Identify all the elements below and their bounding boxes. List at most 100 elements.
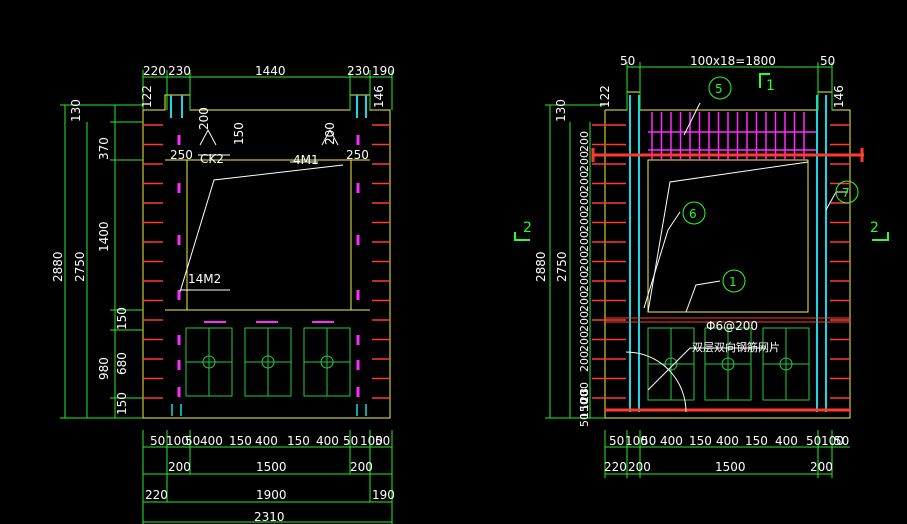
right-cyan-columns (629, 95, 827, 412)
bottom-dim: 400 (316, 434, 339, 448)
left-top-dim-4: 230 (347, 64, 370, 78)
anchor-mark (356, 235, 360, 245)
left-label-4m1: 4M1 (293, 153, 319, 167)
section-mark-2-right (872, 232, 889, 241)
bottom-dim: 100 (166, 434, 189, 448)
bottom-dim: 150 (287, 434, 310, 448)
right-bottom-1500: 1500 (715, 460, 746, 474)
bottom-dim: 50 (609, 434, 624, 448)
anchor-mark (356, 183, 360, 193)
spacing-dim: 200 (578, 311, 591, 332)
right-top-dim-50a: 50 (620, 54, 635, 68)
left-vdim-150b: 150 (115, 392, 129, 415)
anchor-mark (177, 135, 181, 145)
left-top-markers (199, 128, 339, 146)
right-leaders (643, 102, 848, 391)
right-vdim-130: 130 (554, 99, 568, 122)
bottom-dim: 50 (641, 434, 656, 448)
left-bottom-2310: 2310 (254, 510, 285, 524)
spacing-dim: 200 (578, 131, 591, 152)
bottom-dim: 150 (745, 434, 768, 448)
left-vdim-130: 130 (69, 99, 83, 122)
left-dimension-lines (60, 70, 393, 524)
left-inner-dim-250a: 250 (170, 148, 193, 162)
bottom-dim: 100 (360, 434, 383, 448)
anchor-mark (177, 235, 181, 245)
left-rebar-ticks-left (143, 124, 163, 399)
left-cyan-columns (170, 95, 367, 118)
left-top-dim-2: 230 (168, 64, 191, 78)
right-dimension-lines (545, 62, 850, 478)
section-mark-2-right-label: 2 (870, 220, 879, 236)
left-vdim-370: 370 (97, 137, 111, 160)
right-vdim-2750: 2750 (555, 251, 569, 282)
left-inner-dim-200: 200 (197, 107, 211, 130)
bottom-dim: 150 (689, 434, 712, 448)
left-bottom-220: 220 (145, 488, 168, 502)
bottom-dim: 100 (625, 434, 648, 448)
spacing-dim: 200 (578, 191, 591, 212)
section-mark-2-left (514, 232, 530, 241)
bottom-dim: 50 (343, 434, 358, 448)
spacing-dim: 3 (578, 388, 591, 395)
left-inner-dim-150: 150 (232, 122, 246, 145)
anchor-mark (177, 183, 181, 193)
right-top-dim-50b: 50 (820, 54, 835, 68)
anchor-mark (177, 360, 181, 370)
right-horizontal-rebar (605, 317, 850, 323)
callout-1: 1 (729, 275, 737, 289)
callout-6: 6 (689, 207, 697, 221)
bottom-dim: 50 (375, 434, 390, 448)
bottom-dim: 50 (834, 434, 849, 448)
spacing-dim: 100 (578, 390, 591, 411)
left-bottom-panels (185, 327, 351, 397)
bottom-dim: 150 (229, 434, 252, 448)
left-vdim-680: 680 (115, 352, 129, 375)
right-rebar-note: 双层双向钢筋网片 (692, 340, 780, 354)
spacing-dim: 200 (578, 231, 591, 252)
right-vdim-2880: 2880 (534, 251, 548, 282)
left-vdim-980: 980 (97, 357, 111, 380)
left-vdim-1400: 1400 (97, 221, 111, 252)
right-section: 5 6 1 7 1 2 2 50 100x18= (514, 54, 889, 478)
right-bottom-200a: 200 (628, 460, 651, 474)
spacing-dim: 200 (578, 211, 591, 232)
right-callout-circles (682, 76, 859, 293)
callout-5: 5 (715, 82, 723, 96)
anchor-mark (356, 335, 360, 345)
left-leaders (179, 154, 344, 293)
bottom-dim: 50 (185, 434, 200, 448)
spacing-dim: 200 (578, 331, 591, 352)
bottom-dim: 400 (775, 434, 798, 448)
anchor-mark (177, 335, 181, 345)
anchor-mark (356, 360, 360, 370)
left-bottom-200a: 200 (168, 460, 191, 474)
left-rebar-ticks-right (372, 124, 390, 399)
left-inner-dim-200b: 200 (323, 122, 337, 145)
anchor-mark (356, 135, 360, 145)
bottom-dim: 400 (255, 434, 278, 448)
left-bottom-1500: 1500 (256, 460, 287, 474)
bottom-dim: 50 (150, 434, 165, 448)
bottom-dim: 100 (821, 434, 844, 448)
left-bottom-200b: 200 (350, 460, 373, 474)
spacing-dim: 200 (578, 382, 591, 403)
right-top-rebar-comb (651, 112, 805, 160)
spacing-dim: 200 (578, 291, 591, 312)
right-bottom-220: 220 (604, 460, 627, 474)
anchor-mark (177, 290, 181, 300)
spacing-dim: 200 (578, 171, 591, 192)
left-bottom-190: 190 (372, 488, 395, 502)
bottom-dim: 400 (716, 434, 739, 448)
right-bottom-200b: 200 (810, 460, 833, 474)
spacing-dim: 200 (578, 271, 591, 292)
left-elevation: 220 230 1440 230 190 122 146 130 370 140… (51, 64, 395, 524)
anchor-mark (356, 387, 360, 397)
left-label-14m2: 14M2 (188, 272, 221, 286)
left-top-dim-3: 1440 (255, 64, 286, 78)
left-base-bolts (171, 404, 367, 416)
left-label-ck2: CK2 (200, 152, 224, 166)
